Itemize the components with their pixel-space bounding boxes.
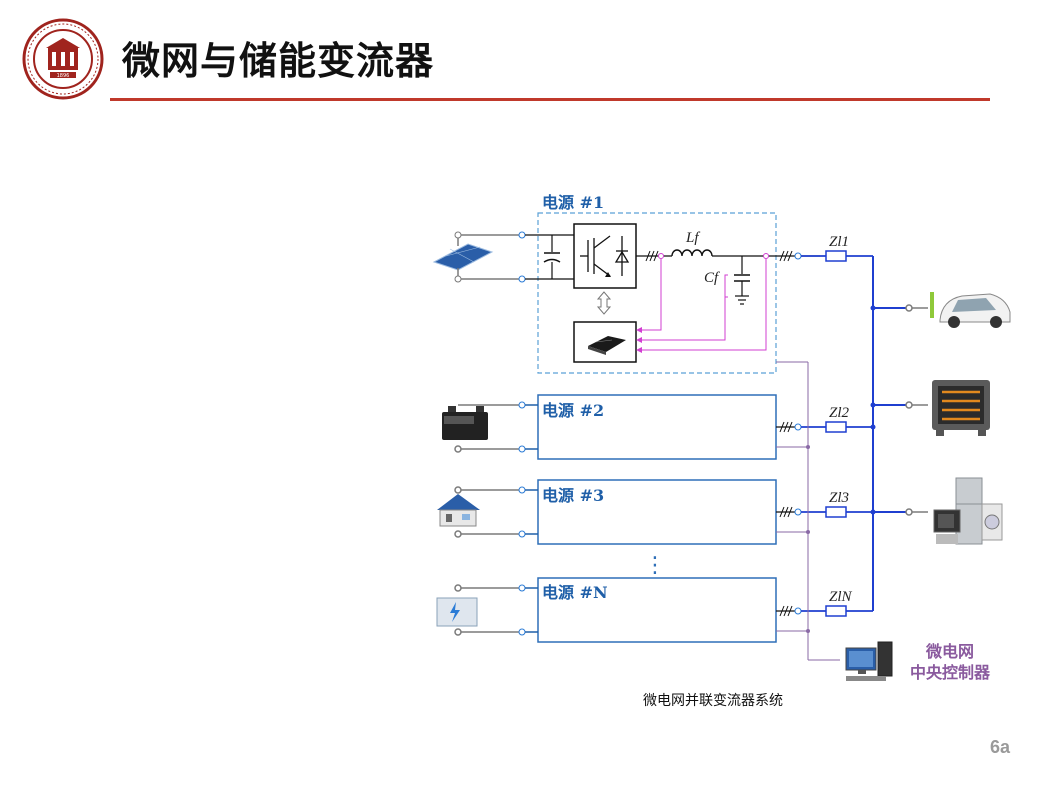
electric-heater-icon [932,380,990,436]
battery-icon [442,406,488,440]
source-2-label: 电源 #2 [542,401,604,420]
title-divider [110,98,990,101]
controller-label-line1: 微电网 [925,642,974,661]
capacitor-label: Cf [704,270,720,286]
logo-year: 1896 [57,73,70,79]
inductor-label: Lf [685,230,700,246]
source-n-block: 电源 #N [436,577,777,643]
central-controller-computer-icon [845,641,893,681]
controller-label-line2: 中央控制器 [910,663,991,682]
electric-car-icon [930,292,1011,328]
storage-unit-icon [436,597,478,627]
source-2-block: 电源 #2 [442,394,777,460]
line-impedance-1: Zl1 [801,234,873,262]
inverter-switch-icon [573,223,637,289]
impedance-label-3: Zl3 [829,490,849,506]
line-impedance-2: Zl2 [801,405,873,433]
page-title: 微网与储能变流器 [122,39,435,83]
page-number: 6a [989,737,1010,757]
source-1-label: 电源 #1 [542,193,604,212]
ellipsis-more-sources: ⋮ [644,553,666,578]
source-3-block: 电源 #3 [437,479,777,545]
diagram-caption: 微电网并联变流器系统 [643,693,783,709]
impedance-label-n: ZlN [829,589,853,605]
university-logo: 1896 [22,18,104,100]
line-impedance-n: ZlN [801,589,873,617]
impedance-label-1: Zl1 [829,234,849,250]
solar-house-icon [437,494,480,527]
solar-panel-icon [432,243,494,271]
home-appliances-icon [933,477,1003,545]
source-1-block: 电源 #1 [432,193,820,374]
impedance-label-2: Zl2 [829,405,850,421]
controller-chip-icon [573,321,637,363]
bidirectional-arrow-icon [596,291,612,315]
line-impedance-3: Zl3 [801,490,873,518]
source-n-label: 电源 #N [542,583,608,602]
source-3-label: 电源 #3 [542,486,604,505]
